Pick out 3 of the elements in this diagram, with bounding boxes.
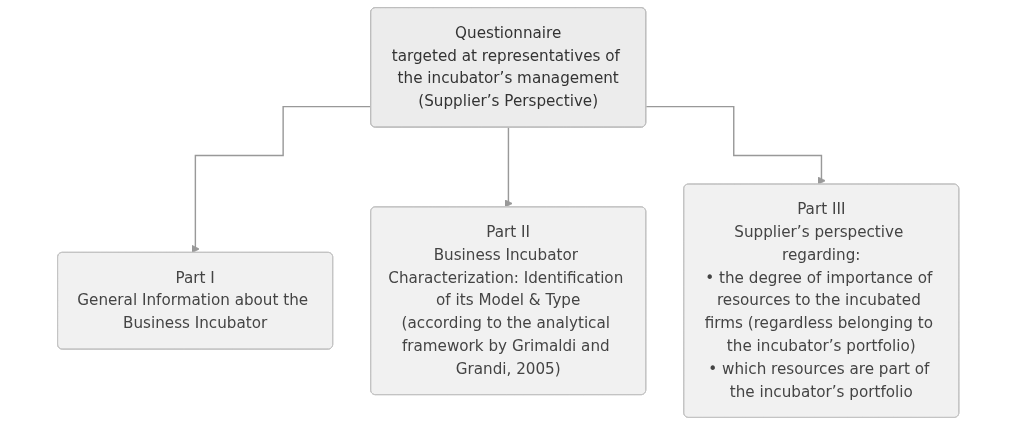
arrow (191, 105, 372, 254)
arrow (504, 126, 513, 208)
arrow (645, 105, 826, 185)
